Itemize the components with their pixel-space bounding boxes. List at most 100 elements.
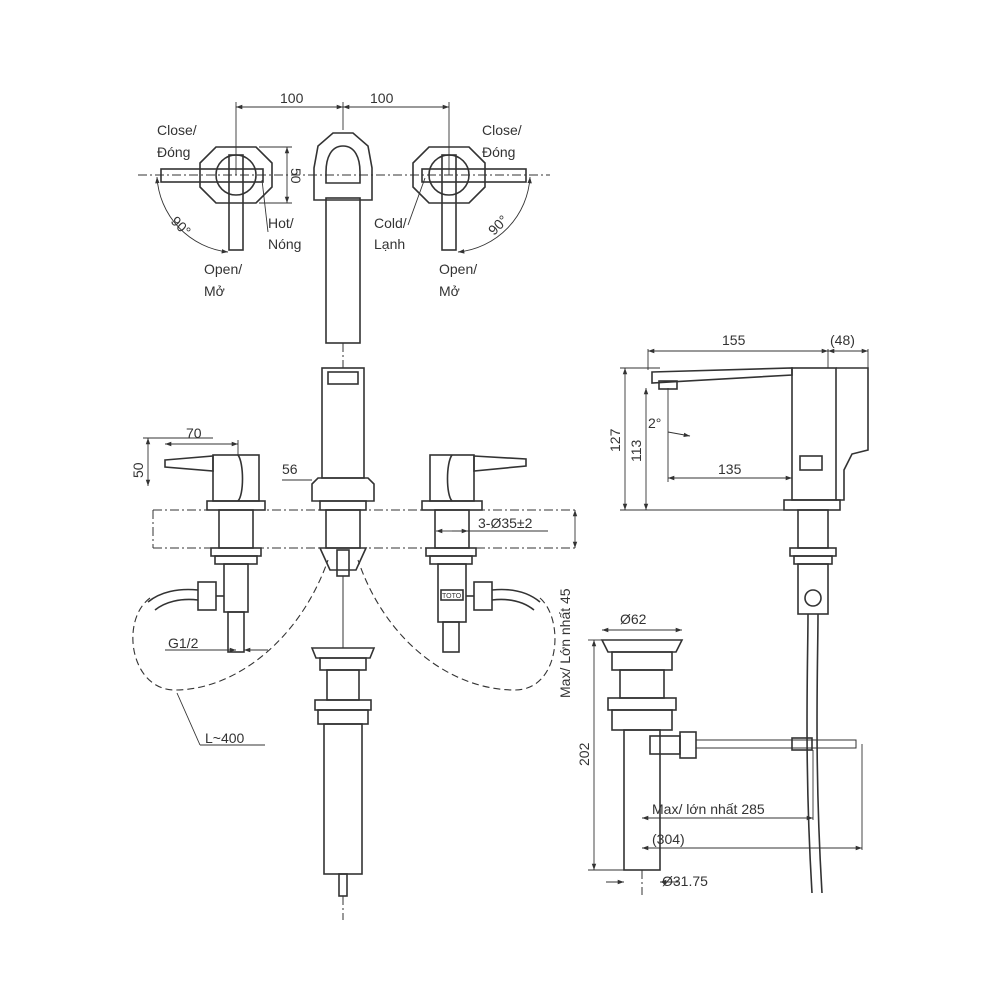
- spout-diameter-label: 56: [282, 461, 298, 477]
- left-nut-2: [214, 555, 258, 565]
- head-diameter-label: Ø62: [620, 611, 647, 627]
- right-close-label-2: Đóng: [482, 144, 515, 160]
- spout-top: [313, 132, 373, 344]
- left-nut-1: [210, 547, 262, 557]
- tail-diameter-label: Ø31.75: [662, 873, 708, 889]
- left-handle-base: [199, 146, 273, 204]
- side-connector: [804, 589, 822, 607]
- drain-washer: [611, 709, 673, 731]
- left-hot-label-2: Nóng: [268, 236, 301, 252]
- right-cold-leader: [407, 177, 426, 226]
- side-body: [791, 367, 837, 501]
- holes-label: 3-Ø35±2: [478, 515, 533, 531]
- right-hose-arc: [357, 559, 556, 691]
- drain-lift-rod: [695, 739, 857, 749]
- spout-front-flange: [319, 500, 367, 511]
- right-nut-1: [425, 547, 477, 557]
- side-view: 155 (48) 127 113 2° 135: [607, 332, 869, 894]
- left-rotation-arc: [155, 176, 229, 254]
- drain-front-washer: [317, 709, 369, 725]
- right-handle-front: [421, 454, 541, 653]
- left-handle-flange: [206, 500, 266, 511]
- left-hot-leader: [261, 179, 269, 233]
- connection-label: G1/2: [168, 635, 199, 651]
- drain-front: [310, 576, 376, 920]
- side-nut-2: [793, 555, 833, 565]
- drain-front-head: [310, 647, 376, 659]
- outlet-height-label: 113: [628, 439, 644, 462]
- outlet-reach-label: 135: [718, 461, 742, 477]
- dim-right-label: 100: [370, 90, 394, 106]
- drain-tee: [649, 735, 681, 755]
- front-handle-length-label: 70: [186, 425, 202, 441]
- left-hose-b: [154, 598, 199, 611]
- left-valve-body: [223, 563, 249, 613]
- top-view: 100 100 50 Close/ Đóng Hot/ Nóng Open/ M…: [138, 90, 550, 344]
- angle-label: 2°: [648, 415, 661, 431]
- max-thickness-label: Max/ Lớn nhất 45: [557, 588, 573, 698]
- side-mixer: [797, 563, 829, 615]
- left-hose-nut: [197, 581, 217, 611]
- right-handle-flange: [421, 500, 483, 511]
- right-rotation-arc: [457, 176, 532, 254]
- left-hose-a: [147, 588, 199, 603]
- drain-front-tail: [323, 723, 363, 875]
- right-close-label-1: Close/: [482, 122, 522, 138]
- right-lever-front: [473, 455, 527, 472]
- top-handle-height-label: 50: [288, 168, 304, 184]
- spout-top-neck: [325, 197, 361, 344]
- left-handle-body: [212, 454, 260, 502]
- drain-ring: [611, 651, 673, 671]
- drain-rod-clip: [791, 737, 813, 751]
- left-valve-stem: [227, 611, 245, 653]
- right-nut-2: [429, 555, 473, 565]
- side-cable-b: [816, 613, 823, 894]
- max-reach-label: Max/ lớn nhất 285: [652, 801, 765, 817]
- right-handle-body: [429, 454, 475, 502]
- drain-tee-nut: [679, 731, 697, 759]
- drain-front-body: [326, 669, 360, 701]
- drain-body: [619, 669, 665, 699]
- right-angle-label: 90°: [485, 212, 511, 238]
- spout-top-inner: [325, 145, 361, 184]
- total-height-label: 127: [607, 428, 623, 452]
- side-handle: [836, 367, 869, 501]
- spout-front-collar: [311, 477, 375, 502]
- spout-front-shank: [325, 509, 361, 549]
- total-reach-label: (304): [652, 831, 685, 847]
- right-open-label-2: Mở: [439, 283, 460, 299]
- left-handle-front: [143, 437, 268, 653]
- right-hose-nut: [473, 581, 493, 611]
- left-close-label-1: Close/: [157, 122, 197, 138]
- drain-front-rod-end: [338, 873, 348, 897]
- left-angle-label: 90°: [168, 213, 194, 239]
- left-hose-arc: [132, 559, 329, 691]
- side-nut-1: [789, 547, 837, 557]
- spout-front-nut: [318, 547, 368, 571]
- right-open-label-1: Open/: [439, 261, 477, 277]
- right-cold-label-2: Lạnh: [374, 236, 405, 252]
- side-flange: [783, 499, 841, 511]
- dim-left-label: 100: [280, 90, 304, 106]
- spout-front-rod: [336, 549, 350, 577]
- drain-length-label: 202: [576, 742, 592, 766]
- drain-nut: [607, 697, 677, 711]
- left-hot-label-1: Hot/: [268, 215, 294, 231]
- left-lever-front: [164, 455, 214, 472]
- brand-plate: [440, 589, 464, 601]
- side-clip: [799, 455, 823, 471]
- brand-mark: TOTO: [442, 593, 462, 600]
- right-valve-stem: [442, 621, 460, 653]
- right-hose-b: [491, 598, 535, 611]
- dim-angle-arrow: [667, 431, 691, 438]
- right-handle-shank: [434, 509, 470, 549]
- right-handle-top: [407, 146, 532, 254]
- hose-length-label: L~400: [205, 730, 245, 746]
- spout-top-body: [313, 132, 373, 201]
- front-handle-height-label: 50: [130, 462, 146, 478]
- drain-front-nut: [314, 699, 372, 711]
- drain-head: [600, 639, 684, 653]
- back-label: (48): [830, 332, 855, 348]
- left-close-label-2: Đóng: [157, 144, 190, 160]
